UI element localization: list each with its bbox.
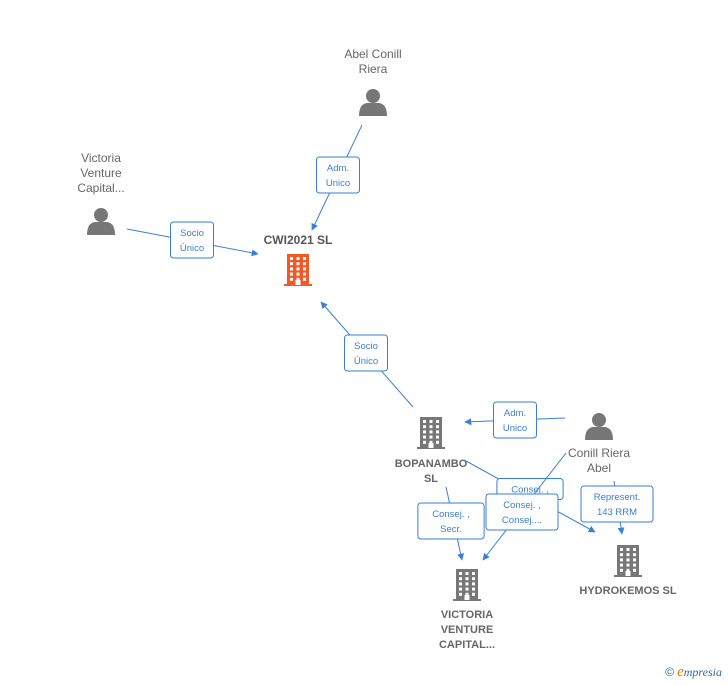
edge-label-box[interactable] bbox=[485, 493, 559, 531]
edge-label-text: Consej.... bbox=[502, 515, 542, 526]
node-victoria-vc-company[interactable]: VICTORIA VENTURE CAPITAL... bbox=[439, 569, 495, 651]
node-label: VICTORIA bbox=[441, 609, 493, 621]
node-bopanambo[interactable]: BOPANAMBO SL bbox=[395, 417, 468, 485]
node-label: Venture bbox=[80, 166, 122, 180]
edge-label-box[interactable] bbox=[170, 221, 214, 259]
edge-label-box[interactable] bbox=[417, 502, 485, 540]
edge-label-text: Unico bbox=[503, 423, 527, 434]
person-icon[interactable] bbox=[87, 208, 115, 235]
building-icon[interactable] bbox=[453, 569, 481, 601]
person-icon[interactable] bbox=[359, 89, 387, 116]
edge-label-box[interactable] bbox=[316, 156, 360, 194]
node-label: BOPANAMBO bbox=[395, 458, 468, 470]
edge-label-text: Unico bbox=[326, 178, 350, 189]
brand-initial: e bbox=[677, 664, 684, 680]
edge-e1: Adm. Unico bbox=[311, 124, 363, 231]
node-label: Capital... bbox=[77, 181, 124, 195]
edge-label-text: Consej. , bbox=[511, 485, 549, 496]
edge-e8: Represent. 143 RRM bbox=[580, 480, 654, 535]
edge-label-text: Represent. bbox=[594, 492, 640, 503]
node-label: Victoria bbox=[81, 151, 121, 165]
edge-label-text: Adm. bbox=[504, 408, 526, 419]
edge-label-text: Consej. , bbox=[503, 500, 541, 511]
edge-label-box[interactable] bbox=[580, 485, 654, 523]
node-label: Riera bbox=[359, 62, 388, 76]
building-icon[interactable] bbox=[417, 417, 445, 449]
edge-label-box[interactable] bbox=[344, 334, 388, 372]
node-hydrokemos[interactable]: HYDROKEMOS SL bbox=[579, 545, 677, 597]
node-label: SL bbox=[424, 473, 438, 485]
node-cwi[interactable]: CWI2021 SL bbox=[264, 233, 333, 286]
edge-label-text: Adm. bbox=[327, 163, 349, 174]
brand-name: mpresia bbox=[683, 665, 722, 679]
node-label: HYDROKEMOS SL bbox=[579, 585, 676, 597]
edge-label-box[interactable] bbox=[493, 401, 537, 439]
edge-label-text: Consej. , bbox=[432, 509, 470, 520]
node-label: CAPITAL... bbox=[439, 639, 495, 651]
nodes-layer: Abel ConillRieraVictoriaVentureCapital..… bbox=[77, 47, 677, 651]
edge-e5: Consej. , Secr. bbox=[417, 486, 485, 561]
edge-label-text: 143 RRM bbox=[597, 507, 637, 518]
edge-e7: Consej. , Consej.... bbox=[482, 452, 567, 561]
node-label: Abel Conill bbox=[344, 47, 401, 61]
edge-label-text: Único bbox=[354, 356, 378, 367]
building-icon[interactable] bbox=[284, 254, 312, 286]
node-victoria-vc-person[interactable]: VictoriaVentureCapital... bbox=[77, 151, 125, 235]
edge-label-text: Secr. bbox=[440, 524, 462, 535]
node-label: Abel bbox=[587, 461, 611, 475]
person-icon[interactable] bbox=[585, 413, 613, 440]
edge-label-text: Único bbox=[180, 243, 204, 254]
node-label: Conill Riera bbox=[568, 446, 630, 460]
building-icon[interactable] bbox=[614, 545, 642, 577]
node-label: VENTURE bbox=[441, 624, 494, 636]
edge-label-text: Socio bbox=[180, 228, 204, 239]
copyright-icon: © bbox=[665, 665, 675, 679]
edge-e4: Adm. Unico bbox=[464, 401, 566, 439]
edge-label-text: Socio bbox=[354, 341, 378, 352]
edges-layer: Adm.UnicoSocioÚnicoSocioÚnicoAdm.UnicoCo… bbox=[126, 124, 654, 561]
empresia-watermark: © empresia bbox=[665, 664, 722, 681]
node-label: CWI2021 SL bbox=[264, 233, 333, 247]
